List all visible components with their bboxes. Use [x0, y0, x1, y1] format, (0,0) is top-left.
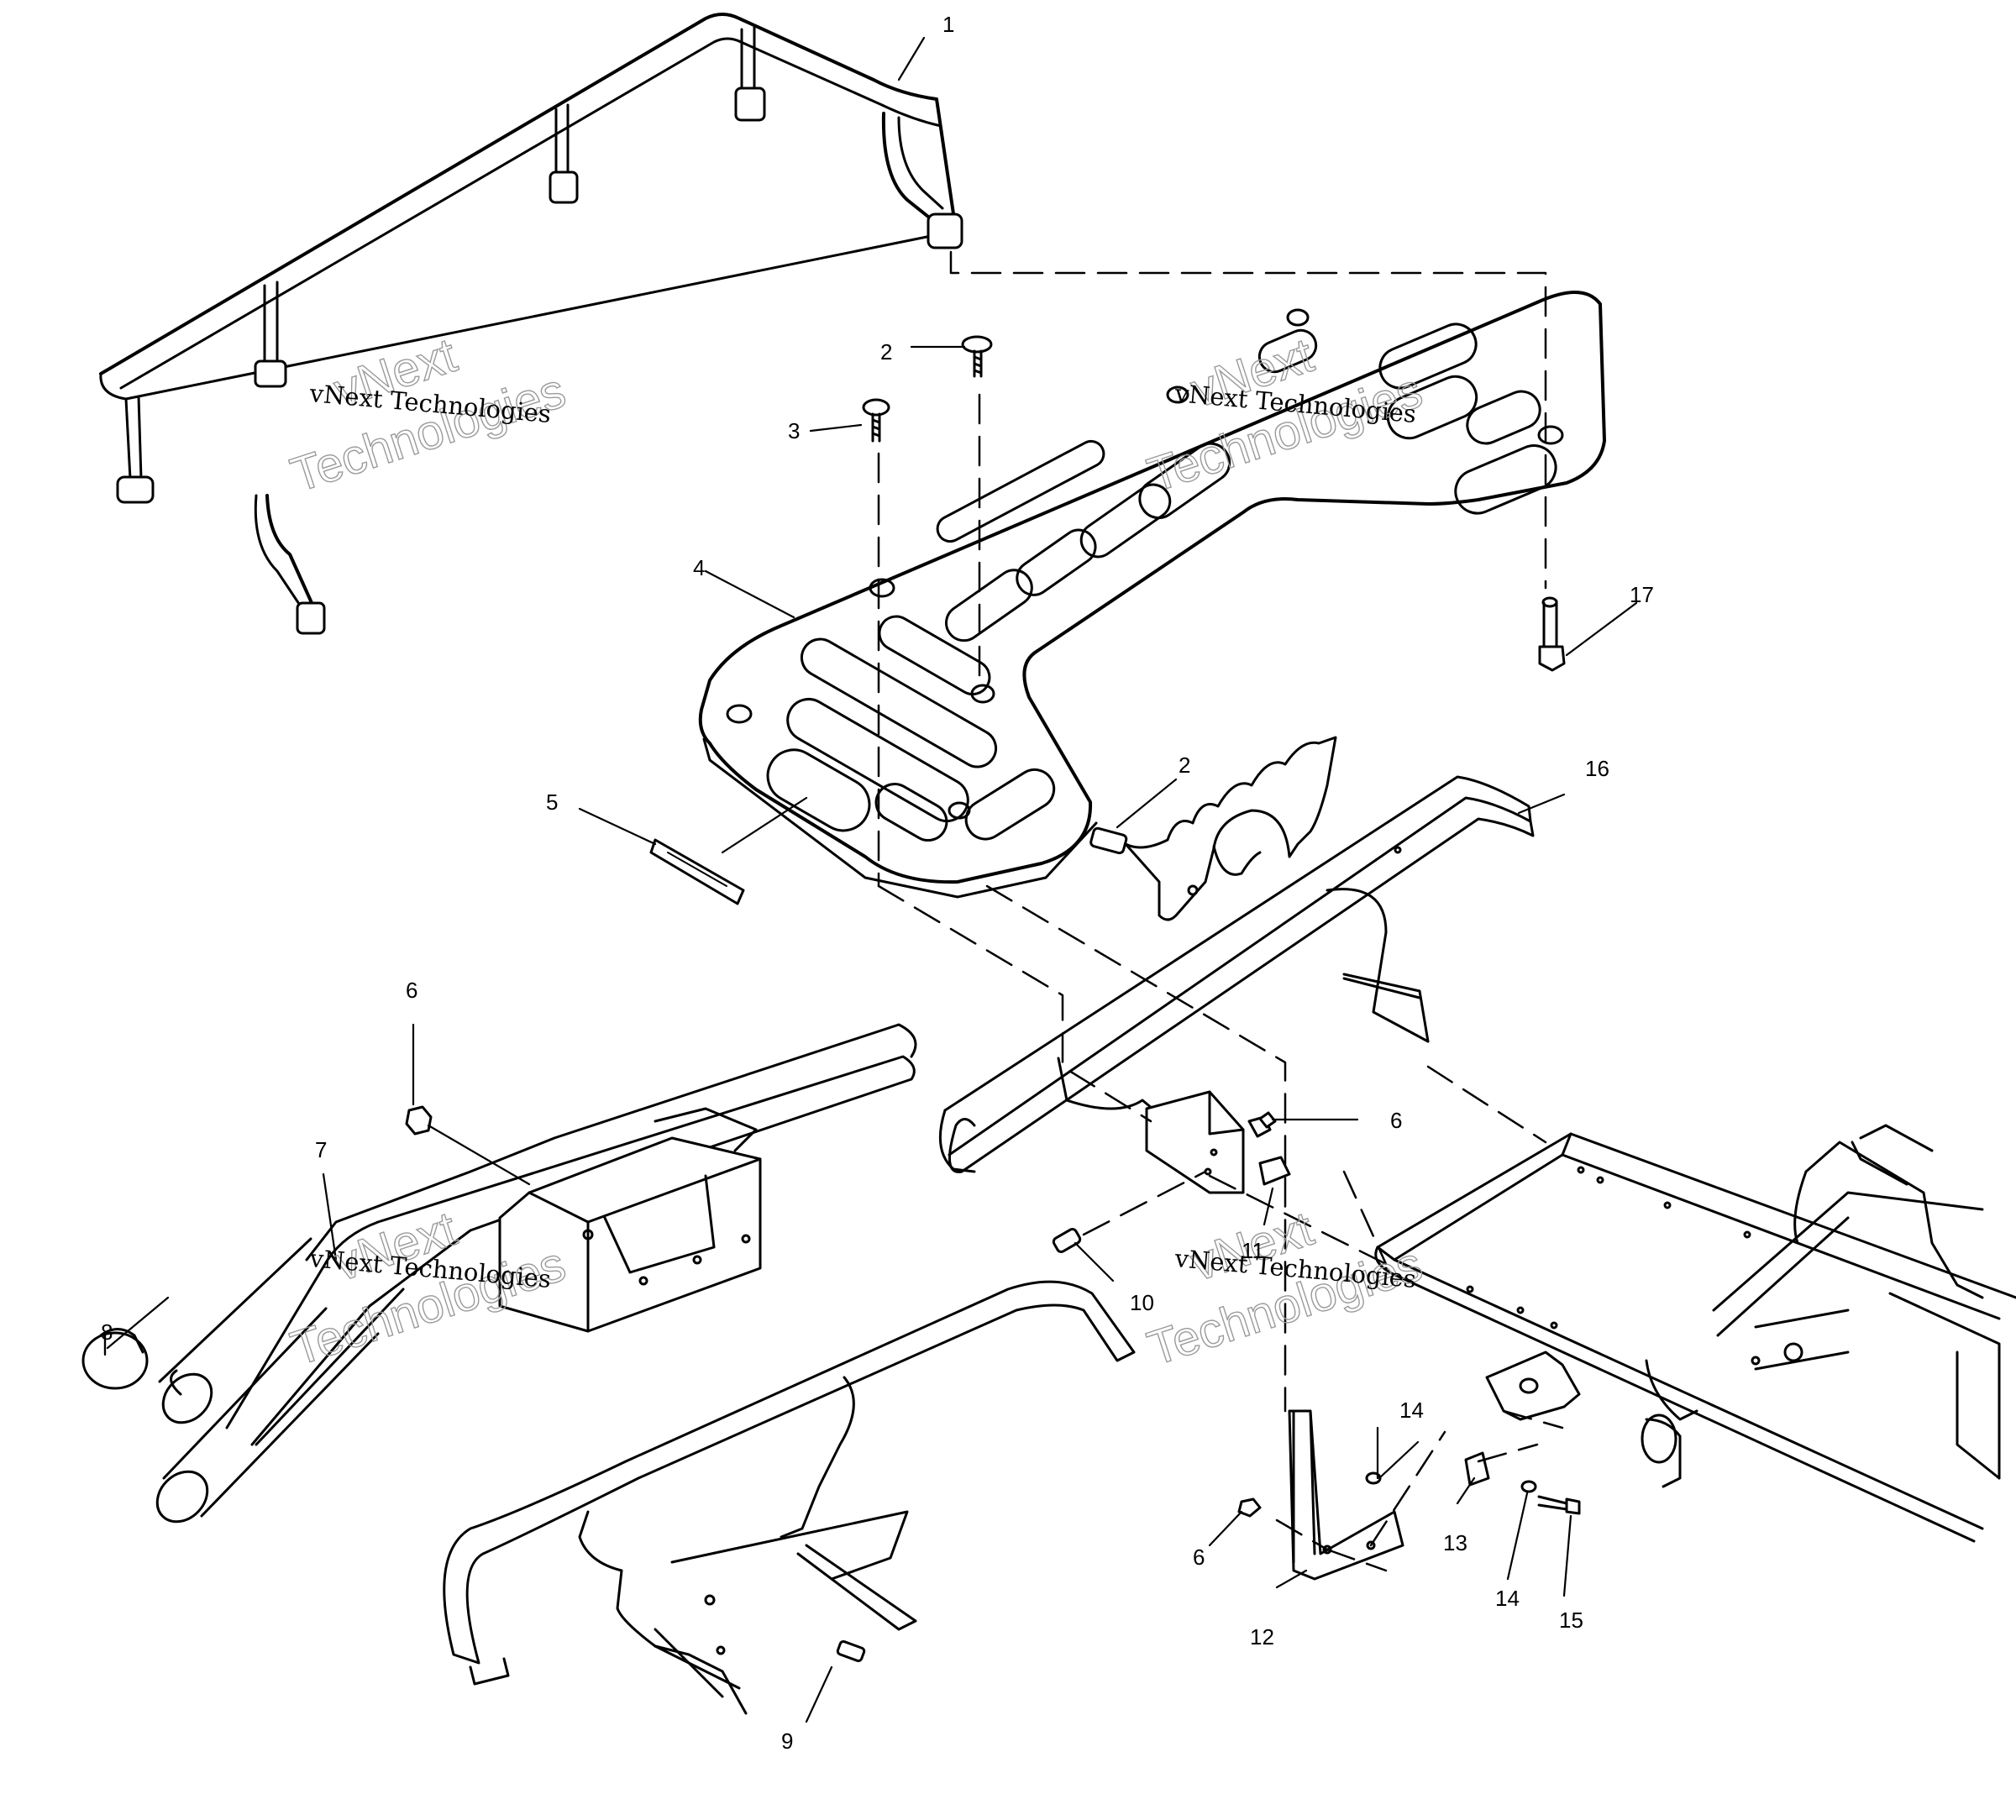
part-1-rack-rail: [99, 13, 963, 635]
part-4-rack-platform: [698, 291, 1606, 899]
watermarks: vNext Technologies vNext Technologies vN…: [284, 327, 1429, 1377]
frame: [1374, 1124, 2016, 1543]
callout-6-left: 6: [406, 978, 417, 1003]
callout-8: 8: [101, 1319, 113, 1345]
dashed-alignment-lines: [877, 250, 1564, 1572]
part-3-screw: [862, 398, 890, 443]
callout-16: 16: [1585, 756, 1609, 781]
part-6-nuts-right: [1237, 1111, 1277, 1518]
part-8-cap: [81, 1328, 149, 1390]
part-7-tow-bar: [155, 1023, 917, 1524]
callout-11: 11: [1242, 1238, 1264, 1263]
part-17-bolt: [1538, 596, 1566, 672]
callout-17: 17: [1630, 582, 1654, 607]
part-2-side-bolt-and-shield: [1089, 736, 1337, 921]
part-10-bolt: [1052, 1228, 1082, 1253]
part-11-bracket: [1145, 1090, 1291, 1194]
callout-labels: 1 2 3 4 17 5 2 16 6 6 7 8 11 10 14 13 6 …: [101, 12, 1654, 1754]
callout-6-lower: 6: [1193, 1545, 1205, 1570]
leader-lines: [103, 36, 1638, 1723]
callout-3: 3: [788, 418, 800, 443]
callout-12: 12: [1250, 1624, 1274, 1650]
part-6-nut-left: [405, 1105, 433, 1136]
part-13-bushing: [1464, 1451, 1490, 1487]
callout-5: 5: [546, 789, 558, 815]
callout-9: 9: [781, 1728, 793, 1754]
callout-4: 4: [693, 555, 705, 580]
part-15-bolt: [1537, 1495, 1581, 1515]
part-9-front-bumper: [443, 1280, 1136, 1715]
callout-15: 15: [1559, 1608, 1583, 1633]
callout-2-side: 2: [1179, 753, 1190, 778]
callout-6-right: 6: [1390, 1108, 1402, 1133]
callout-1: 1: [942, 12, 954, 37]
callout-10: 10: [1130, 1290, 1154, 1315]
part-5-decal: [649, 838, 745, 905]
callout-13: 13: [1443, 1530, 1467, 1555]
callout-7: 7: [315, 1137, 327, 1162]
part-13-clamp: [1485, 1351, 1581, 1421]
part-16-rear-bar: [938, 775, 1535, 1173]
callout-2: 2: [880, 339, 892, 365]
part-2-screw-top: [961, 335, 993, 378]
part-12-bracket: [1288, 1409, 1404, 1581]
callout-14-lower: 14: [1495, 1586, 1520, 1611]
callout-14-upper: 14: [1399, 1398, 1424, 1423]
part-14-washers: [1365, 1471, 1537, 1493]
